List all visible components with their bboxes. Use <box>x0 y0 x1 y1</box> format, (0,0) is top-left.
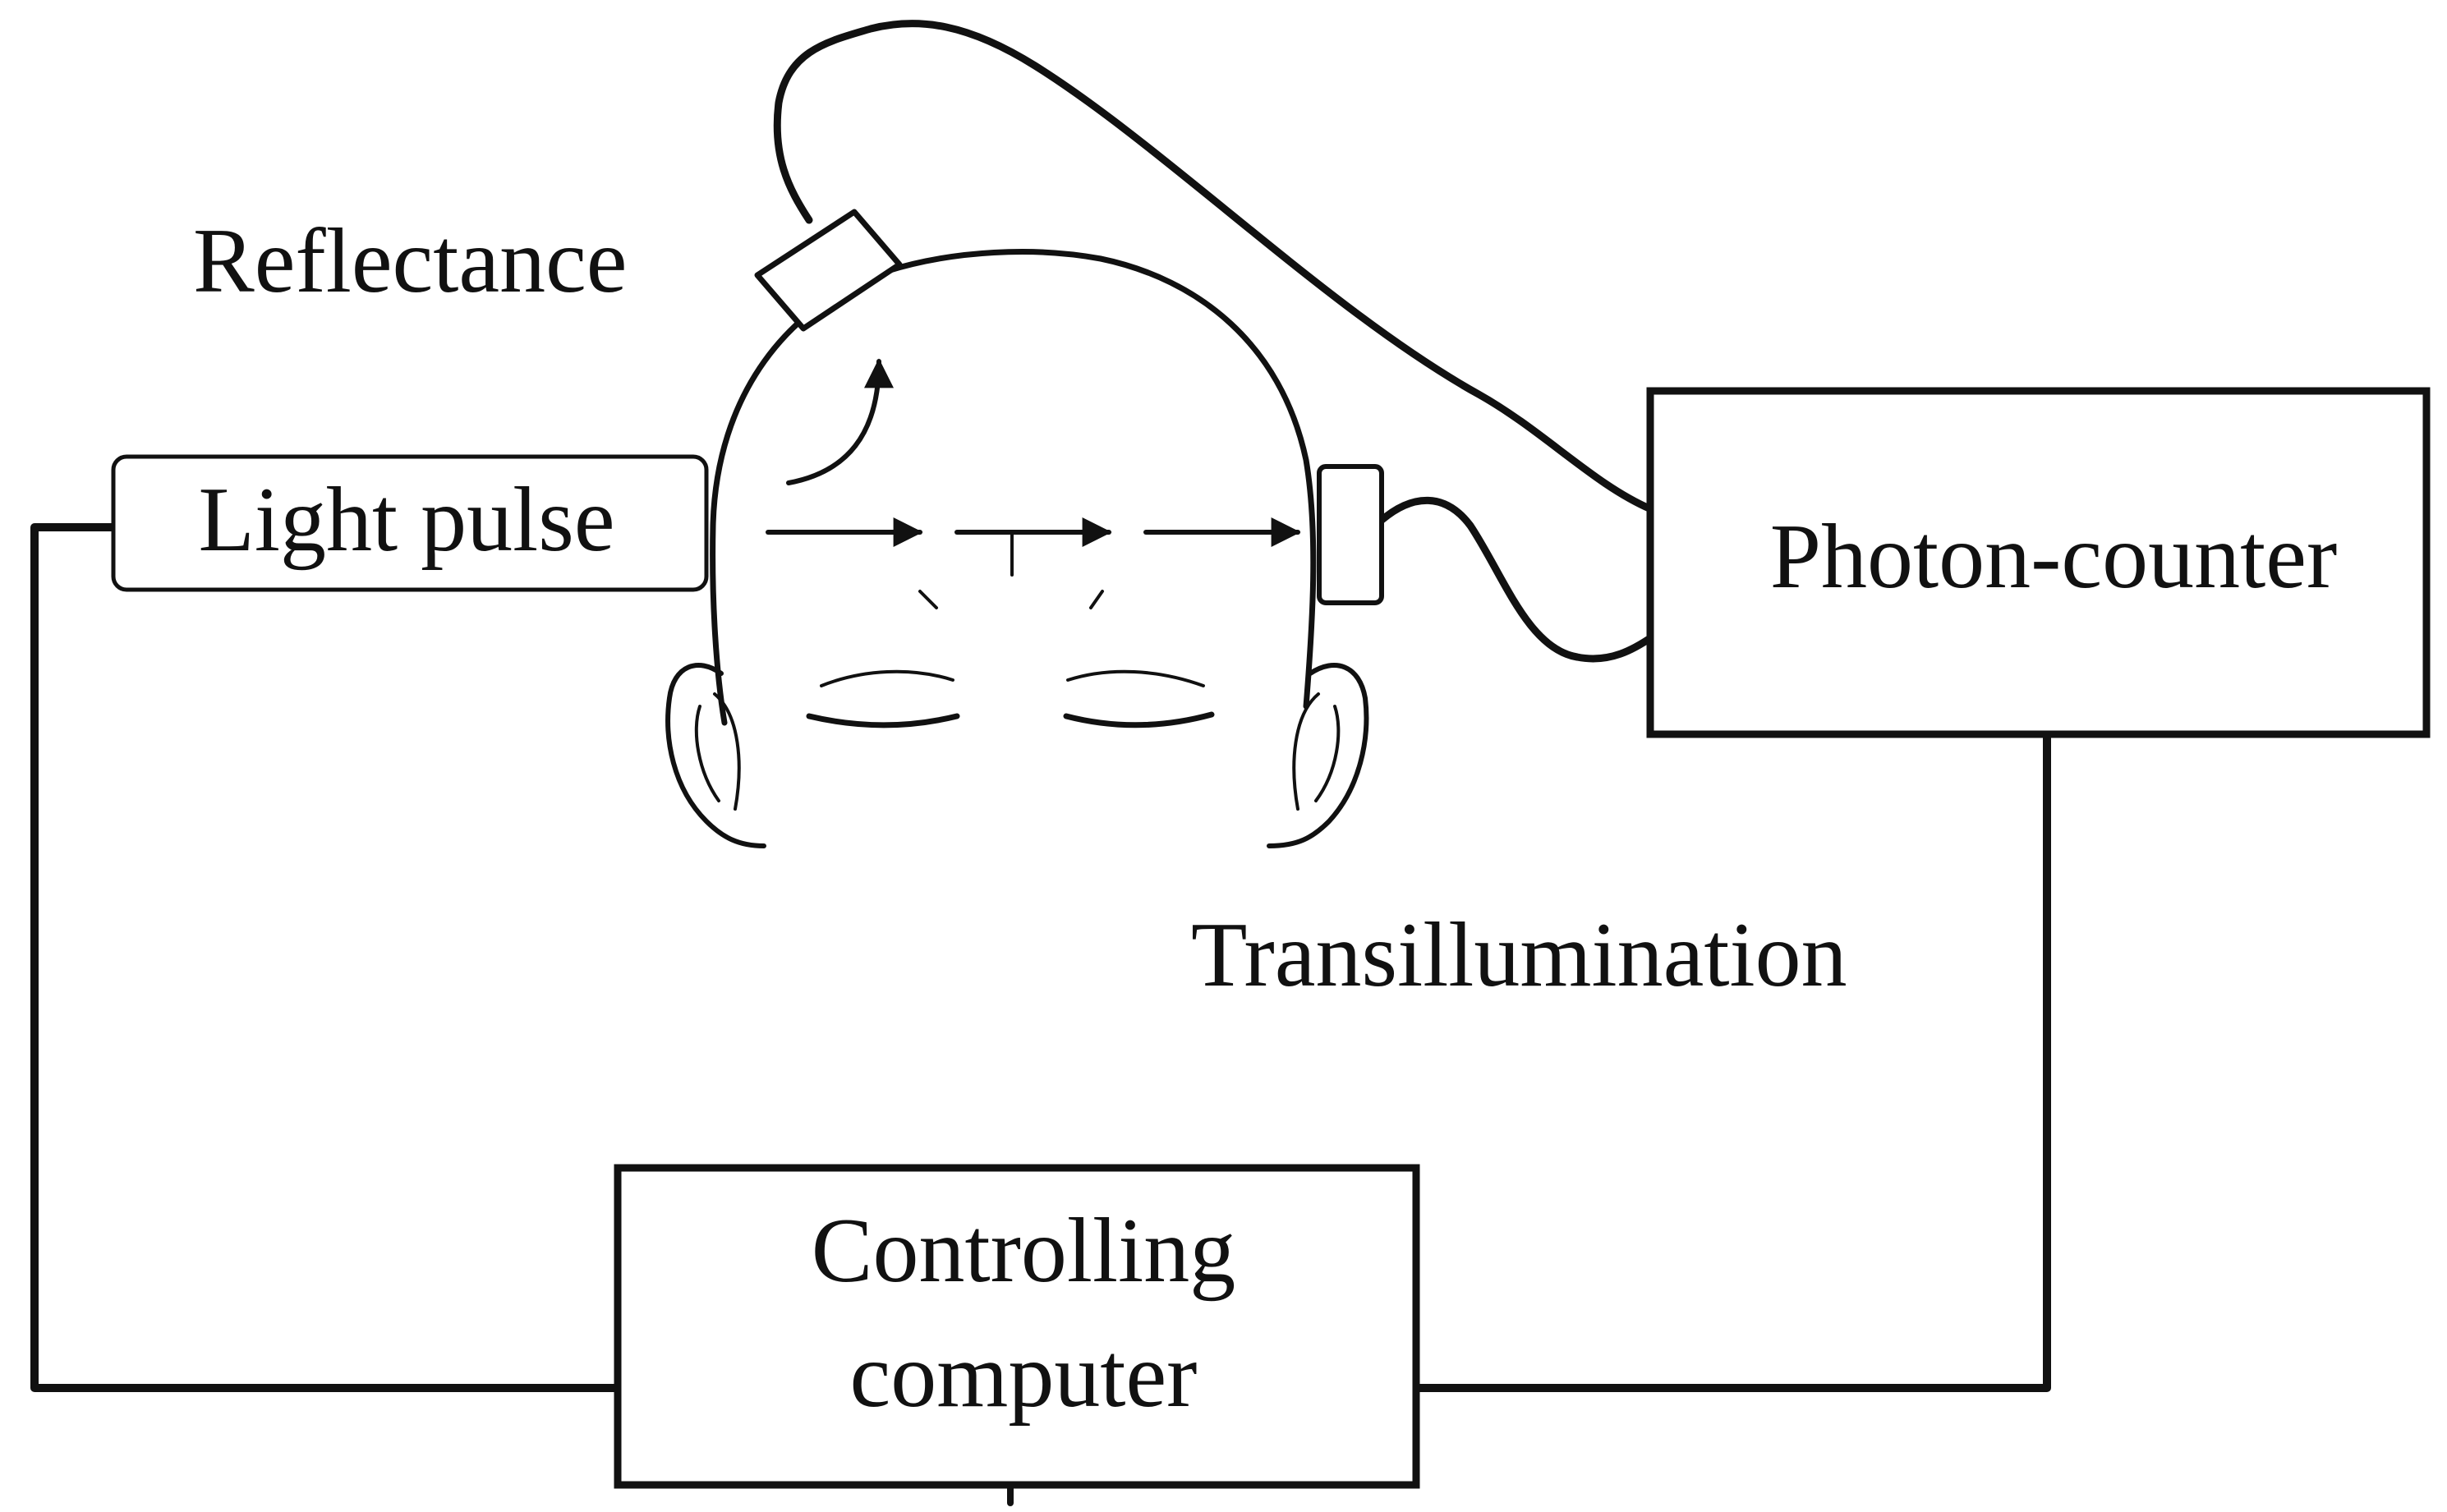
transillumination-detector <box>1317 464 1384 605</box>
photon-counter-box: Photon-counter <box>1646 387 2431 738</box>
controlling-computer-box: Controlling computer <box>614 1164 1420 1489</box>
controlling-computer-label-line2: computer <box>850 1325 1198 1427</box>
reflectance-detector <box>754 209 903 332</box>
light-pulse-box: Light pulse <box>111 454 709 592</box>
reflectance-label: Reflectance <box>193 210 628 312</box>
wire-lightpulse-to-computer <box>30 523 622 1392</box>
wire-photoncounter-to-computer <box>1412 733 2051 1392</box>
reflectance-cable <box>773 20 1655 513</box>
transillumination-cable <box>1376 496 1657 663</box>
light-pulse-label: Light pulse <box>198 469 614 571</box>
reflectance-arrow <box>786 358 894 485</box>
head-outline <box>665 249 1369 848</box>
photon-counter-label: Photon-counter <box>1770 506 2338 608</box>
controlling-computer-label-line1: Controlling <box>812 1200 1235 1302</box>
transillumination-label: Transillumination <box>1191 904 1847 1006</box>
